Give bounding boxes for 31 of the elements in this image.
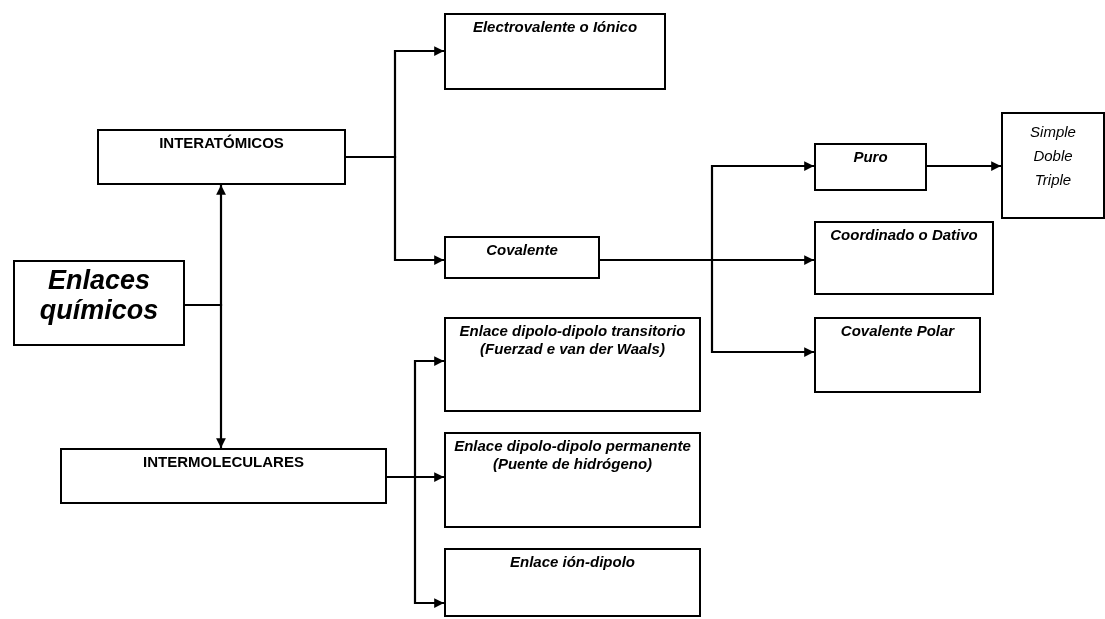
bond-type-box (444, 548, 701, 617)
node-label: Doble (1032, 146, 1074, 166)
bond-subtype-box (814, 317, 981, 393)
arrow (387, 475, 444, 608)
category-box (60, 448, 387, 504)
topic-box (13, 260, 185, 346)
node-label: Covalente (485, 241, 559, 259)
node-label: Enlace dipolo-dipolo permanente (Puente de hidrógeno) (453, 437, 692, 473)
node-label: Simple (1029, 122, 1077, 142)
bond-subtype-box (814, 143, 927, 191)
bond-subtype-box (814, 221, 994, 295)
category-box (97, 129, 346, 185)
bond-type-box (444, 317, 701, 412)
node-label: Enlaces químicos (38, 265, 160, 325)
node-label: Coordinado o Dativo (829, 226, 979, 244)
node-label: Enlace dipolo-dipolo transitorio (Fuerzad e van der Waals) (458, 322, 687, 358)
bond-type-box (444, 432, 701, 528)
node-label: Covalente Polar (839, 322, 956, 340)
node-label: Enlace ión-dipolo (509, 553, 636, 571)
node-label: Electrovalente o Iónico (471, 18, 639, 36)
bond-order-box (1001, 112, 1105, 219)
node-label: INTERMOLECULARES (142, 453, 305, 471)
node-label: INTERATÓMICOS (158, 134, 285, 152)
arrow (600, 258, 814, 357)
node-label: Puro (852, 148, 889, 166)
arrow (185, 303, 226, 448)
arrow (346, 155, 444, 265)
bond-type-box (444, 236, 600, 279)
arrow (927, 161, 1001, 171)
bond-type-box (444, 13, 666, 90)
node-label: Triple (1033, 170, 1073, 190)
